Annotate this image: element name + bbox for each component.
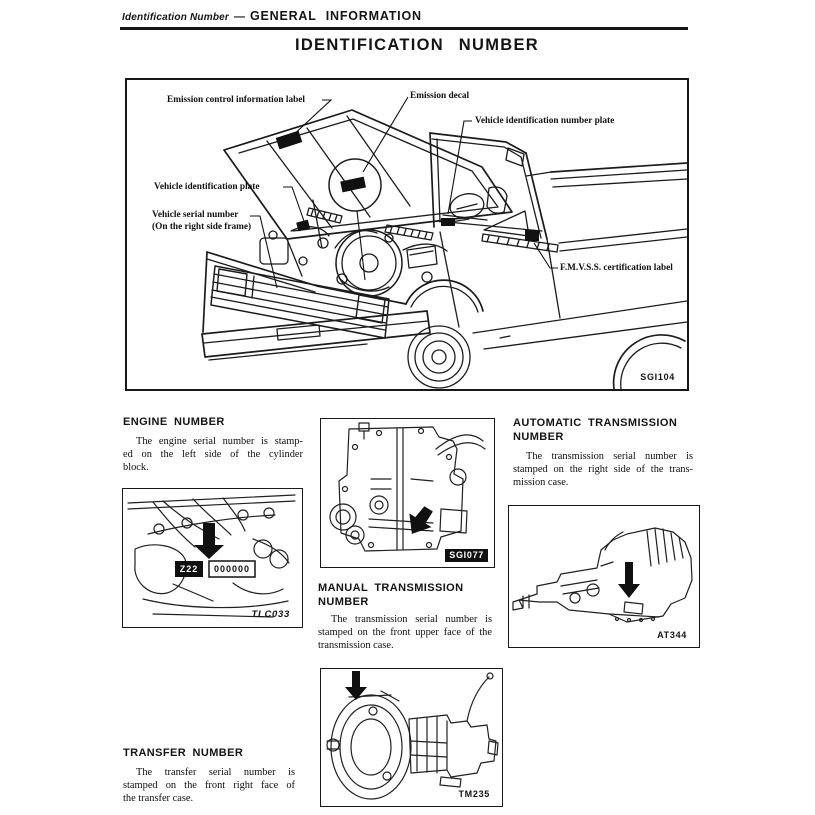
automatic-transmission-paragraph: The transmission serial number is stampe… [513, 450, 693, 490]
paragraph-line: stamped on the right side of the trans- [513, 464, 693, 476]
page-title: IDENTIFICATION NUMBER [294, 36, 540, 54]
manual-transmission-illustration [326, 671, 499, 800]
emission-decal-patch [340, 176, 366, 193]
heading-line: AUTOMATIC TRANSMISSION [513, 417, 678, 429]
heading-line: NUMBER [318, 595, 369, 608]
paragraph-line: The transfer serial number is [136, 767, 295, 778]
callout-vehicle-serial-number-note: (On the right side frame) [152, 222, 252, 232]
vehicle-overview-figure: Emission control information label Emiss… [125, 78, 689, 391]
down-arrow-icon [345, 671, 367, 700]
paragraph-line: The engine serial number is stamp- [136, 436, 303, 447]
callout-vin-number-plate: Vehicle identification number plate [475, 116, 615, 126]
callout-emission-decal: Emission decal [410, 91, 470, 101]
engine-model-stamp: Z22 [180, 564, 199, 574]
paragraph-line: stamped on the front upper face of the [318, 627, 492, 639]
manual-transmission-paragraph: The transmission serial number is stampe… [318, 613, 492, 653]
engine-serial-stamp: 000000 [214, 564, 250, 574]
automatic-transmission-illustration [512, 527, 693, 623]
header-section-title: GENERAL INFORMATION [249, 9, 422, 23]
engine-illustration: Z22 000000 [127, 494, 296, 618]
transfer-number-paragraph: The transfer serial number is stamped on… [123, 766, 295, 806]
engine-number-heading: ENGINE NUMBER [123, 416, 225, 428]
automatic-transmission-heading: AUTOMATIC TRANSMISSION NUMBER [513, 417, 677, 444]
figure-code-at344: AT344 [657, 630, 687, 640]
header-rule [120, 27, 688, 30]
manual-transmission-figure: TM235 [320, 668, 503, 807]
paragraph-line: ed on the left side of the cylinder [123, 449, 303, 461]
transfer-case-figure: SGI077 [320, 418, 495, 568]
header-context-label: Identification Number [122, 12, 229, 23]
down-arrow-icon [194, 523, 224, 559]
down-arrow-icon [409, 506, 433, 534]
header-separator: — [233, 11, 245, 23]
engine-number-paragraph: The engine serial number is stamp- ed on… [123, 435, 303, 475]
callout-vehicle-serial-number: Vehicle serial number [152, 210, 239, 220]
vin-plate-patch [441, 218, 455, 226]
engine-stamp-badges: Z22 000000 [175, 560, 256, 578]
paragraph-line: The transmission serial number is [331, 614, 492, 625]
transfer-number-heading: TRANSFER NUMBER [123, 747, 244, 759]
automatic-transmission-figure: AT344 [508, 505, 700, 648]
figure-code-sgi104: SGI104 [640, 372, 675, 382]
heading-line: NUMBER [513, 430, 564, 443]
paragraph-line: The transmission serial number is [526, 451, 693, 462]
page-header: Identification Number — GENERAL INFORMAT… [122, 9, 422, 23]
fmvss-label-patch [525, 230, 539, 241]
paragraph-line: block. [123, 462, 149, 474]
leader-lines [250, 96, 558, 289]
figure-code-tlc033: TLC033 [251, 609, 290, 620]
callout-fmvss: F.M.V.S.S. certification label [560, 263, 673, 273]
engine-number-figure: Z22 000000 TLC033 [122, 488, 303, 628]
callout-vehicle-identification-plate: Vehicle identification plate [154, 182, 260, 192]
paragraph-line: transmission case. [318, 640, 394, 652]
callout-emission-control: Emission control information label [167, 95, 305, 105]
transfer-case-illustration [329, 422, 486, 552]
figure-code-tm235: TM235 [458, 789, 490, 799]
heading-line: MANUAL TRANSMISSION [318, 582, 464, 594]
vehicle-id-plate-patch [296, 219, 311, 232]
manual-transmission-heading: MANUAL TRANSMISSION NUMBER [318, 582, 463, 609]
down-arrow-icon [618, 562, 640, 598]
truck-illustration [201, 96, 687, 389]
figure-code-sgi077: SGI077 [445, 549, 488, 562]
paragraph-line: the transfer case. [123, 793, 194, 805]
emission-control-label-patch [275, 130, 303, 150]
paragraph-line: mission case. [513, 477, 569, 489]
paragraph-line: stamped on the front right face of [123, 780, 295, 792]
